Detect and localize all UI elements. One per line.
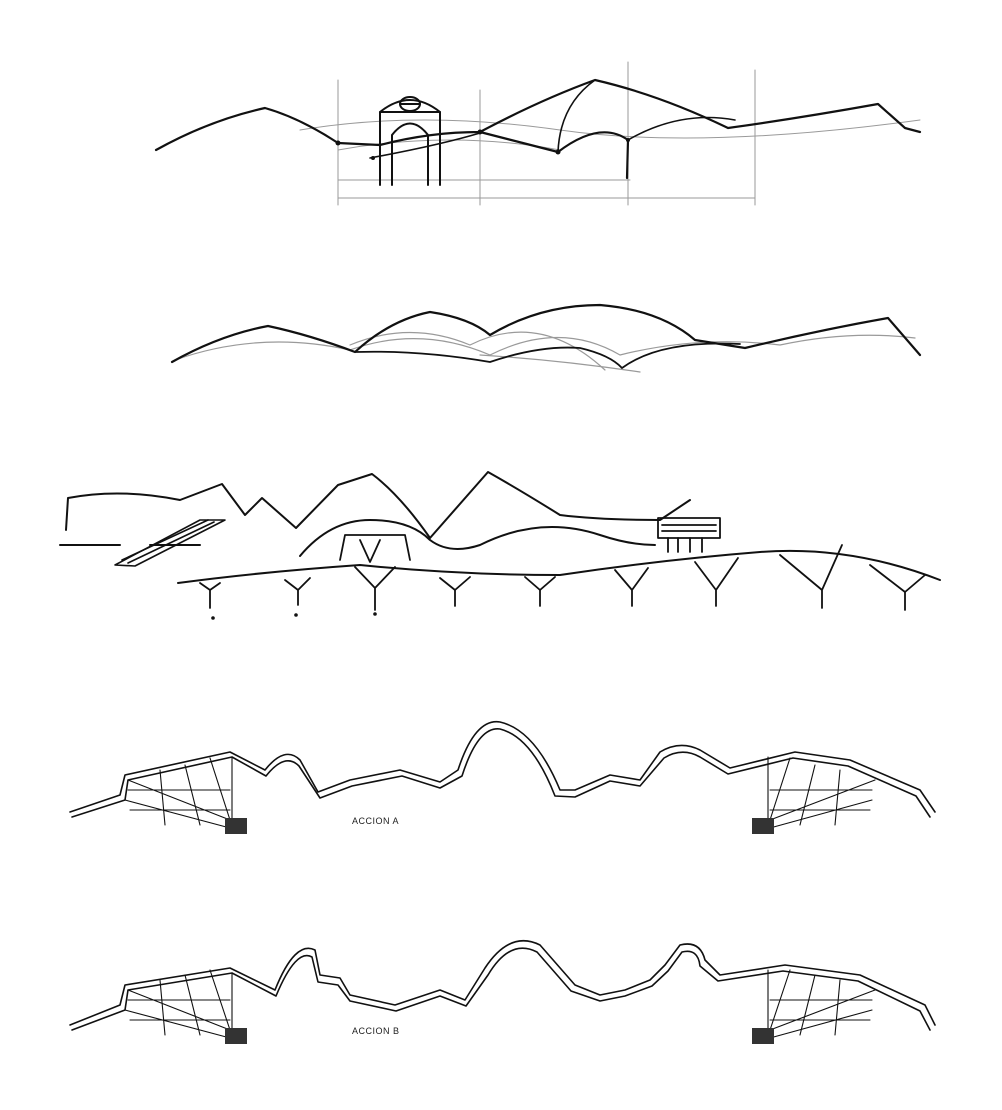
node-dots [335,129,630,160]
section-b-footings [225,1028,774,1044]
section-b-drawing: ACCION B [69,940,936,1044]
sketch-2-drawing [170,303,922,373]
pencil-curves [174,331,916,373]
section-a-truss-left [124,756,233,829]
section-a-label: ACCION A [352,816,399,826]
roofline [154,78,922,180]
section-a: ACCION A [0,710,1002,840]
section-b-roof [69,940,936,1031]
canopy-line [177,549,941,584]
sketch-2 [0,290,1002,390]
column-base-dots [211,612,377,620]
construction-lines [299,61,921,206]
section-a-roof [69,721,936,818]
sketch-3-drawing [59,471,941,620]
pavilion [339,517,721,563]
sketch-3 [0,470,1002,630]
section-a-footings [225,818,774,834]
sloped-ramp [114,519,226,567]
section-b-label: ACCION B [352,1026,400,1036]
arch-gateway [379,96,441,186]
roof-curve-outer [170,303,922,364]
section-a-drawing: ACCION A [69,721,936,834]
section-a-truss-right [767,756,876,829]
sketch-1 [0,60,1002,220]
roofline-secondary [369,79,736,159]
section-b: ACCION B [0,920,1002,1050]
section-b-truss-right [767,969,876,1039]
section-b-truss-left [124,969,233,1039]
tree-columns [199,544,926,611]
roof-curve-inner [354,342,741,369]
sketch-1-drawing [154,61,922,206]
